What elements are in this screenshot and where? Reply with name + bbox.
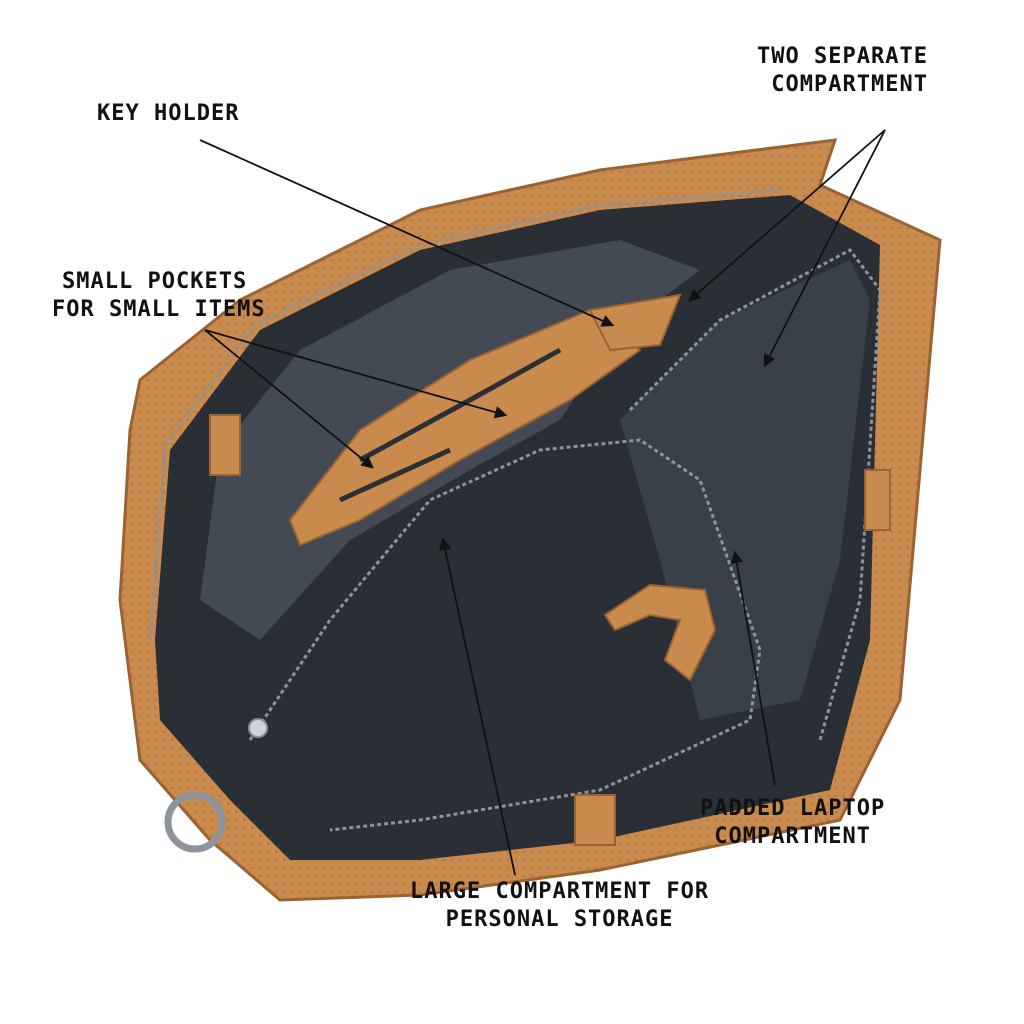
key-holder-pointer [199,139,615,327]
zipper-pull-icon [248,718,268,738]
label-two-separate-line-1: TWO SEPARATE [757,44,928,69]
two-separate-pointer-a [688,129,886,302]
large-compartment-pointer [438,537,516,876]
label-key-holder-line-1: KEY HOLDER [97,101,240,126]
pocket-slot-upper [358,347,562,463]
small-pockets-pointer-b [204,329,508,419]
label-large-compartment: LARGE COMPARTMENT FOR PERSONAL STORAGE [410,878,709,934]
label-two-separate-line-2: COMPARTMENT [771,72,928,97]
label-large-compartment-line-1: LARGE COMPARTMENT FOR [410,879,710,904]
label-small-pockets: SMALL POCKETS FOR SMALL ITEMS [52,268,266,324]
outer-zipper [148,188,781,641]
label-small-pockets-line-1: SMALL POCKETS [62,269,248,294]
label-padded-laptop: PADDED LAPTOP COMPARTMENT [700,795,885,851]
bottom-side-tab [574,794,616,846]
laptop-strap [603,583,717,682]
label-padded-laptop-line-2: COMPARTMENT [714,824,871,849]
front-zipper [248,438,762,832]
label-large-compartment-line-2: PERSONAL STORAGE [445,907,674,932]
two-separate-pointer-b [763,129,886,368]
left-side-tab [209,414,241,476]
label-two-separate-compartment: TWO SEPARATE COMPARTMENT [757,43,928,99]
small-pockets-panel [288,308,642,547]
pocket-slot-lower [338,447,452,503]
right-side-tab [864,469,891,531]
small-pockets-pointer-a [204,329,374,469]
padded-laptop-pointer [730,550,776,786]
middle-zipper [628,248,882,741]
label-padded-laptop-line-1: PADDED LAPTOP [700,796,886,821]
metal-ring-icon [164,791,226,853]
key-holder-tab [588,293,682,352]
label-key-holder: KEY HOLDER [97,100,239,128]
label-small-pockets-line-2: FOR SMALL ITEMS [52,297,266,322]
